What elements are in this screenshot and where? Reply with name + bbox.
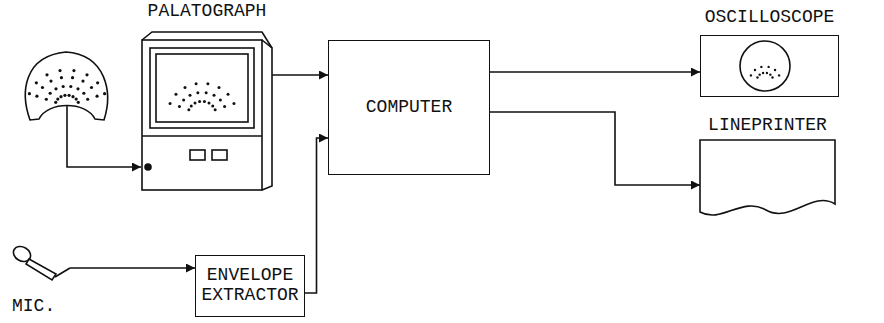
dot	[218, 86, 221, 89]
dot	[762, 72, 764, 74]
microphone-node: MIC.	[8, 245, 70, 291]
dot	[198, 100, 201, 103]
dot	[769, 73, 771, 75]
dot	[778, 74, 780, 76]
dot	[77, 101, 80, 104]
palatograph-unit: PALATOGRAPH	[142, 38, 272, 190]
dot	[75, 97, 78, 100]
dot	[184, 86, 187, 89]
dot	[71, 76, 74, 79]
dot	[86, 98, 89, 101]
dot	[96, 81, 99, 84]
dot	[203, 100, 206, 103]
scope-screen	[740, 41, 790, 91]
dot	[63, 94, 66, 97]
dot	[35, 95, 38, 98]
lineprinter-box: LINEPRINTER	[700, 140, 835, 208]
dot	[754, 69, 756, 71]
dot	[67, 94, 70, 97]
dot	[59, 95, 62, 98]
box-label: ENVELOPE EXTRACTOR	[196, 266, 304, 306]
dot	[219, 99, 222, 102]
dot	[211, 104, 214, 107]
dot	[58, 69, 61, 72]
device-label: PALATOGRAPH	[148, 2, 267, 22]
device-label: MIC.	[12, 297, 55, 317]
dot	[196, 91, 199, 94]
signal-arrow	[490, 71, 700, 73]
dot	[214, 108, 217, 111]
dot	[182, 99, 185, 102]
dot	[72, 69, 75, 72]
printer-paper	[700, 140, 835, 215]
signal-arrow	[272, 74, 328, 76]
microphone	[11, 243, 70, 280]
dot	[41, 86, 44, 89]
dot	[95, 95, 98, 98]
dot	[774, 69, 776, 71]
dot	[62, 85, 65, 88]
dot	[103, 92, 106, 95]
oscilloscope-box: OSCILLOSCOPE	[700, 35, 839, 97]
process-box: COMPUTER	[328, 40, 490, 175]
signal-arrow	[70, 267, 195, 269]
dot	[750, 74, 752, 76]
dot	[76, 87, 79, 90]
dot	[766, 72, 768, 74]
dot	[45, 98, 48, 101]
dot	[187, 108, 190, 111]
dot	[195, 82, 198, 85]
process-box: ENVELOPE EXTRACTOR	[195, 255, 305, 317]
dot	[206, 82, 209, 85]
dot	[45, 73, 48, 76]
electrode-dots	[28, 69, 106, 104]
dot	[178, 105, 181, 108]
dot	[69, 85, 72, 88]
dot	[208, 102, 211, 105]
dot	[54, 87, 57, 90]
dot	[767, 66, 769, 68]
dot	[771, 76, 773, 78]
box-label: COMPUTER	[362, 98, 456, 118]
dot	[205, 91, 208, 94]
dot	[60, 76, 63, 79]
dot	[194, 102, 197, 105]
dot	[71, 95, 74, 98]
signal-arrow	[490, 112, 700, 185]
dot	[81, 79, 84, 82]
device-label: LINEPRINTER	[708, 116, 827, 136]
dot	[174, 93, 177, 96]
signal-arrow	[305, 138, 328, 293]
dot	[190, 104, 193, 107]
palatograph-device	[142, 32, 272, 190]
dot	[189, 94, 192, 97]
dot	[85, 73, 88, 76]
dot	[756, 76, 758, 78]
dot	[49, 79, 52, 82]
dot	[35, 81, 38, 84]
palate-cable	[67, 106, 141, 167]
dot	[169, 102, 172, 105]
dot	[56, 97, 59, 100]
dot	[54, 101, 57, 104]
dot	[90, 86, 93, 89]
dot	[82, 92, 85, 95]
dot	[213, 94, 216, 97]
screen-dots	[169, 82, 236, 111]
dot	[760, 66, 762, 68]
dot	[223, 105, 226, 108]
dot	[28, 92, 31, 95]
dot	[227, 93, 230, 96]
dot	[232, 102, 235, 105]
dot	[49, 92, 52, 95]
dot	[758, 73, 760, 75]
scope-dots	[750, 66, 781, 79]
device-label: OSCILLOSCOPE	[705, 8, 835, 28]
